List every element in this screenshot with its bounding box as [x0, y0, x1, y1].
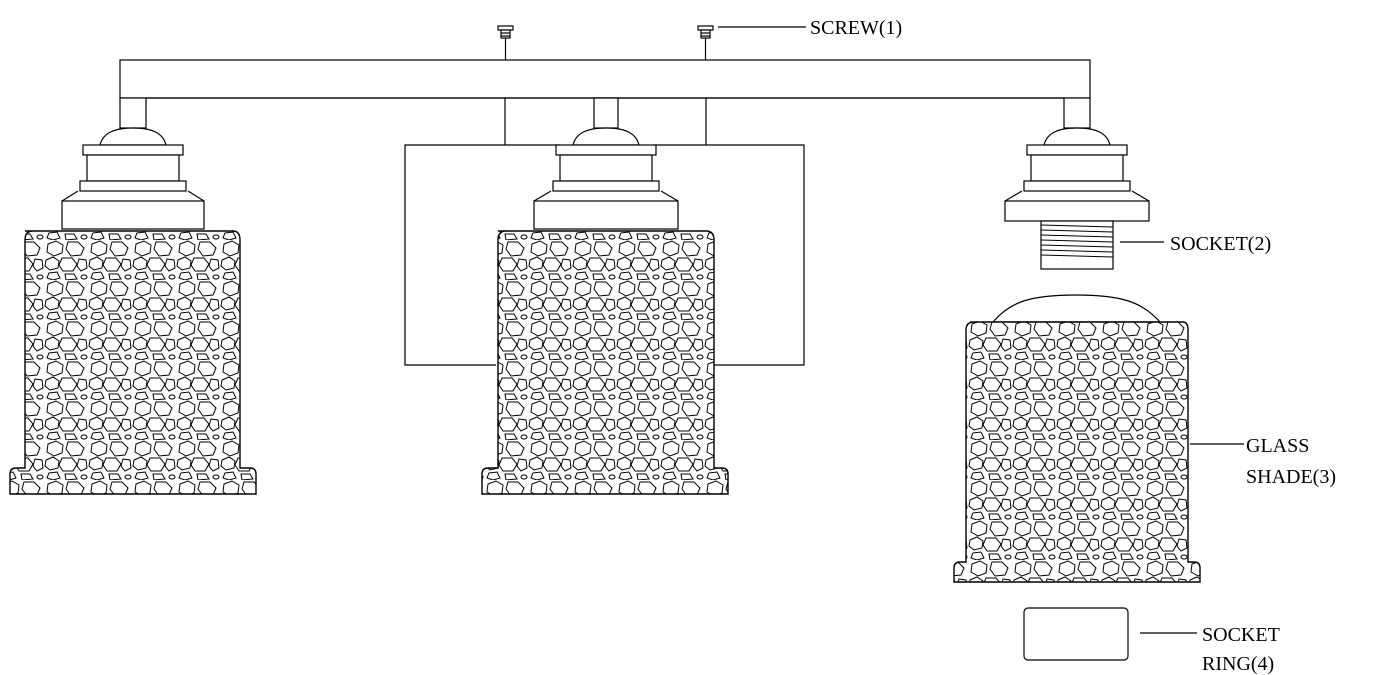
screw-right	[697, 25, 714, 60]
wall-plate	[404, 98, 805, 366]
socket-ring-label-line1: SOCKET	[1202, 624, 1280, 646]
socket-label: SOCKET(2)	[1170, 233, 1271, 255]
socket-threads	[1040, 220, 1114, 270]
glass-shade-exploded	[953, 294, 1201, 583]
screw-label: SCREW(1)	[810, 17, 902, 39]
screw-left	[497, 25, 514, 60]
socket-ring-label-line2: RING(4)	[1202, 653, 1274, 675]
socket-ring	[1023, 607, 1129, 661]
lamp-right-exploded	[1004, 97, 1150, 222]
lamp-middle	[481, 97, 729, 495]
glass-shade-label-line1: GLASS	[1246, 435, 1309, 457]
lamp-left	[9, 97, 257, 495]
glass-shade-label-line2: SHADE(3)	[1246, 466, 1336, 488]
mounting-bar	[119, 59, 1091, 99]
